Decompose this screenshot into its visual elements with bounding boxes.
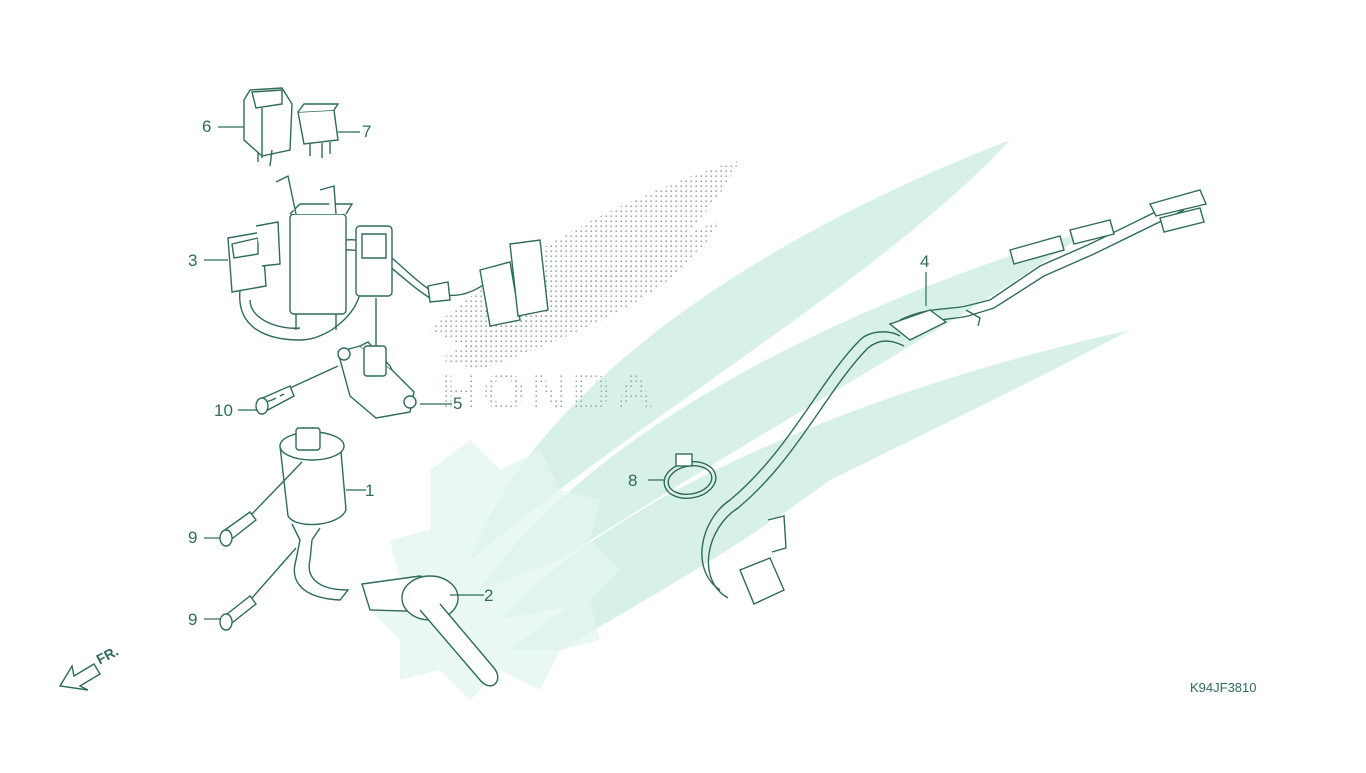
- part-10-drawing: [255, 365, 339, 415]
- wing-gear: [370, 440, 620, 700]
- part-6-drawing: [243, 87, 293, 167]
- callout-4: 4: [920, 252, 930, 271]
- part-2-drawing: [361, 575, 499, 687]
- callout-8: 8: [628, 471, 638, 490]
- callout-7: 7: [362, 122, 372, 141]
- part-4-drawing: [701, 189, 1207, 605]
- part-7-drawing: [297, 103, 340, 158]
- honda-wing-watermark: HONDA: [370, 140, 1130, 700]
- callout-2: 2: [484, 586, 494, 605]
- callout-5: 5: [453, 394, 463, 413]
- part-9-lower-drawing: [219, 547, 297, 631]
- part-3-drawing: [227, 174, 549, 341]
- callout-3: 3: [188, 251, 198, 270]
- callout-9-upper: 9: [188, 528, 198, 547]
- wing-feather-1: [470, 140, 1010, 560]
- watermark-text: HONDA: [440, 362, 658, 422]
- front-arrow-icon: [58, 663, 101, 691]
- callout-6: 6: [202, 117, 212, 136]
- part-8-drawing: [663, 453, 717, 499]
- leader-lines: [204, 126, 927, 620]
- callout-9-lower: 9: [188, 610, 198, 629]
- dotted-wing-2: [440, 220, 720, 370]
- part-5-drawing: [337, 298, 417, 419]
- part-1-drawing: [279, 427, 350, 601]
- diagram-code: K94JF3810: [1190, 680, 1257, 695]
- callout-10: 10: [214, 401, 233, 420]
- callout-1: 1: [365, 481, 375, 500]
